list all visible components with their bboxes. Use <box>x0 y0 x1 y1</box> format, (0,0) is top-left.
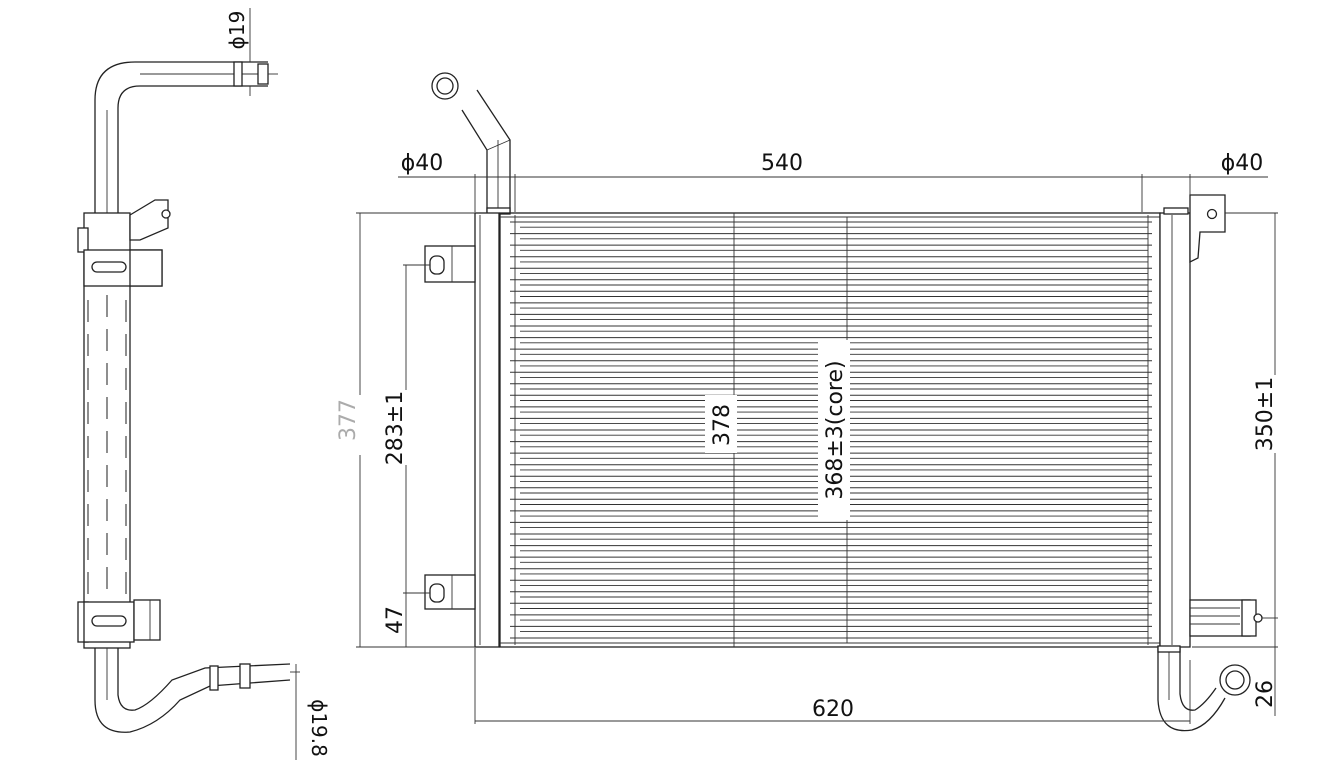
right-outlet-pipe <box>1157 645 1251 732</box>
left-mount-top <box>424 245 476 283</box>
dim-right-spacing: 350±1 <box>1225 212 1280 619</box>
side-top-pipe <box>94 61 278 215</box>
dim-mount-offset-label: 47 <box>383 606 408 634</box>
left-inlet-pipe <box>431 72 511 215</box>
dim-core-width: 540 <box>514 151 1143 212</box>
dim-core-width-label: 540 <box>761 151 803 176</box>
dim-overall-width-label: 620 <box>812 697 854 722</box>
dim-tank-height: 378 <box>705 213 737 647</box>
dim-right-offset: 26 <box>1192 618 1278 716</box>
dim-tank-height-label: 378 <box>710 404 735 446</box>
core <box>499 212 1161 648</box>
dim-right-offset-label: 26 <box>1253 680 1278 708</box>
dim-left-inlet: ϕ40 <box>398 151 515 212</box>
right-mount-top <box>1189 194 1226 264</box>
dim-right-outlet-label: ϕ40 <box>1221 151 1264 176</box>
dim-overall-width: 620 <box>474 648 1191 724</box>
left-mount-bottom <box>424 574 476 610</box>
dim-mount-spacing-label: 283±1 <box>383 391 408 465</box>
dim-side-top-label: ϕ19 <box>225 11 249 50</box>
side-top-bracket <box>77 199 171 287</box>
side-bottom-bracket <box>77 599 161 643</box>
right-mount-bottom <box>1189 599 1263 637</box>
dim-core-height: 368±3(core) <box>818 217 850 643</box>
dim-side-bottom: ϕ19.8 <box>295 664 331 760</box>
dim-mount-spacing: 283±1 <box>380 264 430 594</box>
core-fins <box>510 221 1152 639</box>
front-view: 540 ϕ40 ϕ40 620 377 <box>336 72 1280 732</box>
left-tank <box>474 212 500 648</box>
dim-left-inlet-label: ϕ40 <box>401 151 444 176</box>
dim-side-bottom-label: ϕ19.8 <box>307 699 331 757</box>
dim-side-top: ϕ19 <box>225 8 251 96</box>
right-tank <box>1159 207 1191 648</box>
side-bottom-pipe <box>94 648 300 733</box>
dim-right-spacing-label: 350±1 <box>1253 377 1278 451</box>
dim-overall-height-label: 377 <box>336 399 361 441</box>
dim-core-height-label: 368±3(core) <box>823 360 848 499</box>
dim-mount-offset: 47 <box>383 593 408 647</box>
dim-overall-height: 377 <box>336 212 475 648</box>
dim-right-outlet: ϕ40 <box>1142 151 1268 195</box>
side-view: ϕ19 <box>77 8 331 760</box>
